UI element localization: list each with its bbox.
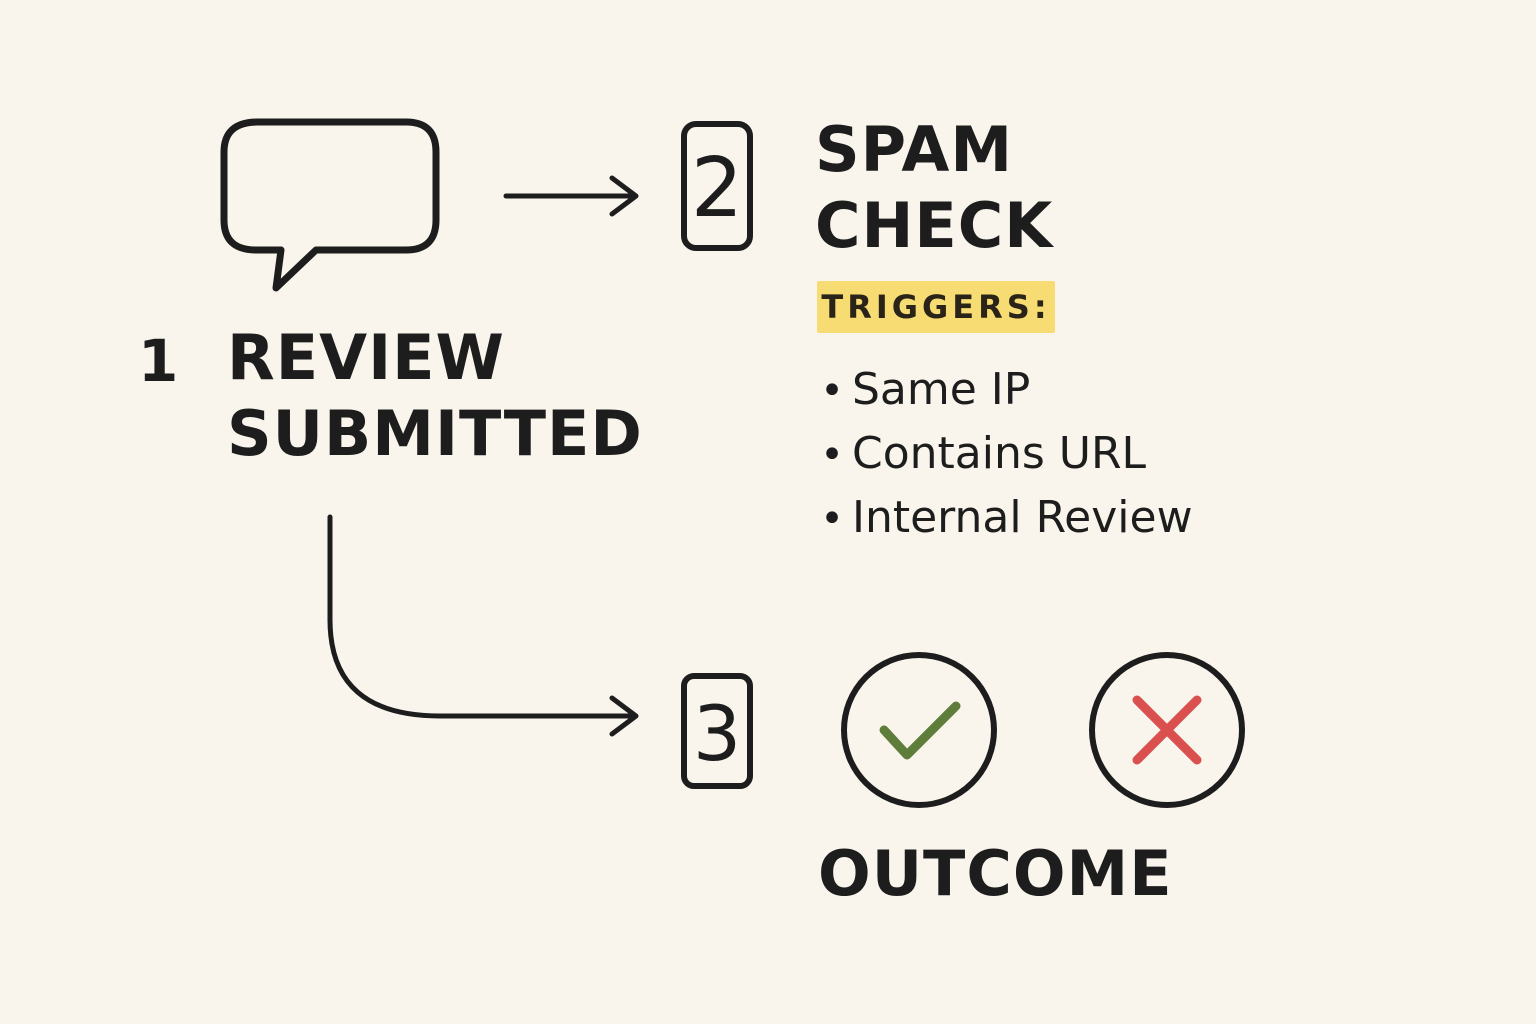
arrow-to-outcome (327, 514, 639, 737)
step-2-number: 2 (691, 141, 743, 236)
arrow-to-spam-check (503, 175, 639, 217)
trigger-item-label: Internal Review (852, 492, 1193, 543)
bullet-icon: • (820, 368, 844, 414)
step-1-title: REVIEW SUBMITTED (227, 320, 643, 472)
outcome-title: OUTCOME (818, 837, 1173, 910)
step-2-title-line-1: SPAM (815, 113, 1014, 186)
trigger-item-label: Same IP (852, 364, 1031, 415)
check-circle-icon (841, 652, 997, 808)
step-3-number: 3 (693, 689, 741, 778)
x-circle-icon (1089, 652, 1245, 808)
step-2-box: 2 (681, 121, 753, 251)
trigger-list: •Same IP •Contains URL •Internal Review (812, 358, 1193, 550)
step-1-title-line-1: REVIEW (227, 321, 505, 394)
step-2-title-line-2: CHECK (815, 189, 1054, 262)
triggers-label: TRIGGERS: (817, 281, 1055, 333)
trigger-item: •Internal Review (812, 486, 1193, 550)
trigger-item: •Same IP (812, 358, 1193, 422)
trigger-item-label: Contains URL (852, 428, 1147, 479)
step-1-number: 1 (138, 327, 179, 395)
bullet-icon: • (820, 432, 844, 478)
speech-bubble-icon (220, 118, 440, 292)
step-3-box: 3 (681, 673, 753, 789)
trigger-item: •Contains URL (812, 422, 1193, 486)
bullet-icon: • (820, 496, 844, 542)
step-2-title: SPAM CHECK (815, 112, 1053, 264)
step-1-title-line-2: SUBMITTED (227, 397, 643, 470)
